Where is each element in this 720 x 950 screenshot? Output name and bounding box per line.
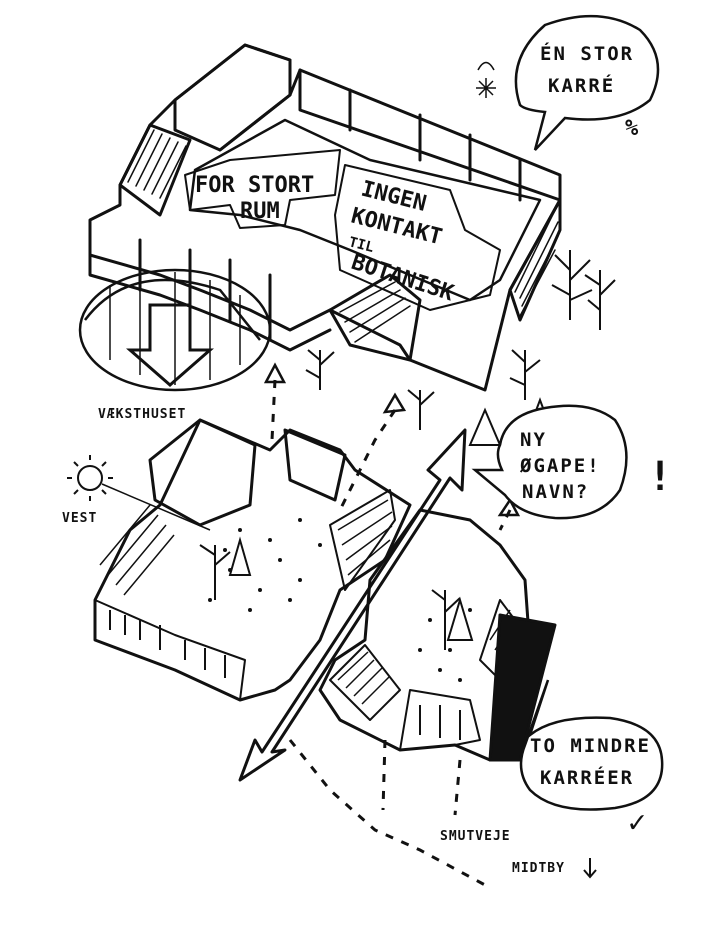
greenhouse-label: VÆKSTHUSET <box>98 407 186 422</box>
lower-left-block-sketch <box>93 418 412 702</box>
bubble-en-stor-karre-line1: ÉN STOR <box>540 42 634 65</box>
lower-right-block-sketch <box>318 508 557 762</box>
bubble-en-stor-karre <box>514 14 660 151</box>
bubble-en-stor-karre-line2: KARRÉ <box>548 74 615 97</box>
main-path-arrow <box>238 428 467 782</box>
path-label-smutveje: SMUTVEJE <box>440 829 511 844</box>
snowflake-icon <box>476 61 496 98</box>
roof-label-for-stort-rum: FOR STORT RUM <box>195 173 314 224</box>
upper-block-sketch <box>88 43 562 392</box>
bubble-to-mindre-karreer <box>519 679 664 811</box>
exclamation-mark: ! <box>648 454 672 500</box>
sun-label-vest: VEST <box>62 511 97 526</box>
roof-label-for-stort-rum-line1: FOR STORT <box>195 173 314 198</box>
roof-label-for-stort-rum-line2: RUM <box>240 199 280 224</box>
sun-icon <box>67 455 211 531</box>
dashed-arrow-heads <box>263 362 521 517</box>
bubble-ny-ogape <box>471 404 628 520</box>
lower-right-courtyard <box>418 608 472 682</box>
lower-left-courtyard <box>208 518 322 612</box>
bubble-ny-ogape-line2: ØGAPE! <box>519 455 601 477</box>
roof-label-ingen-kontakt: INGEN KONTAKT TIL BOTANISK <box>347 177 457 307</box>
roof-label-ingen-kontakt-line3: TIL <box>347 234 375 256</box>
lower-trees <box>199 536 474 650</box>
percent-mark: % <box>625 116 639 141</box>
bubble-to-mindre-line2: KARRÉER <box>540 766 634 789</box>
bubble-ny-ogape-line1: NY <box>520 429 547 451</box>
bubble-to-mindre-line1: TO MINDRE <box>530 735 651 757</box>
midtby-arrow-icon <box>583 858 597 879</box>
midtby-label: MIDTBY <box>512 861 565 876</box>
bubble-ny-ogape-line3: NAVN? <box>522 481 589 503</box>
check-mark: ✓ <box>628 805 646 840</box>
greenhouse-sketch <box>78 268 272 392</box>
dashed-arrows <box>270 379 512 887</box>
